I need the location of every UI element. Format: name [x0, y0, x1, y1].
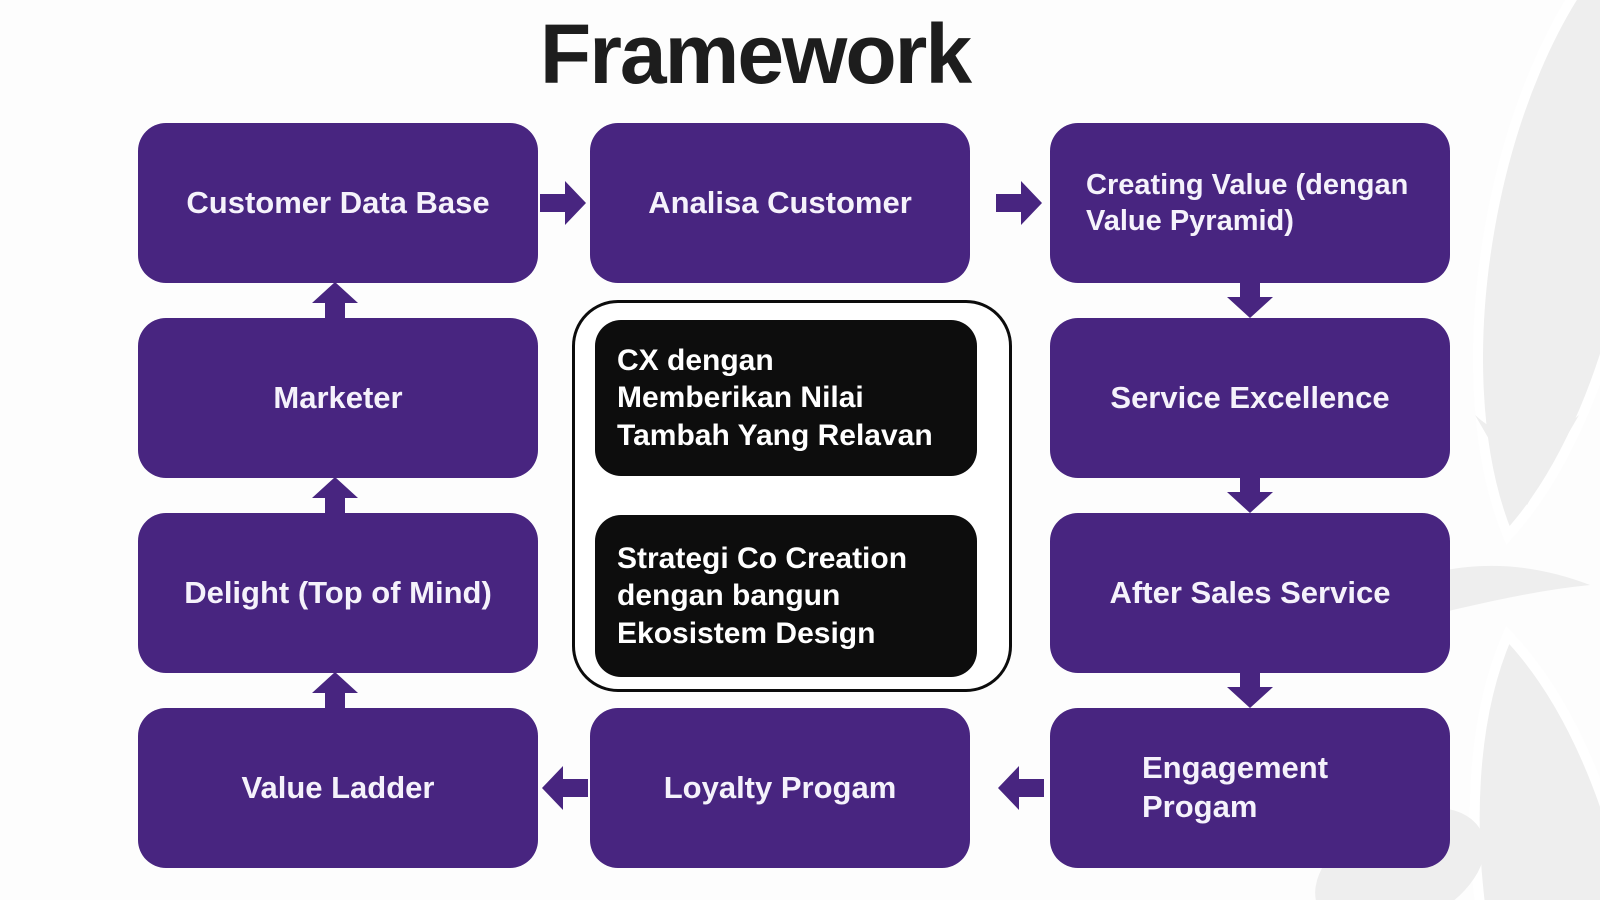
box-customer-data-base: Customer Data Base	[138, 123, 538, 283]
box-analisa-customer-label: Analisa Customer	[648, 184, 912, 220]
arrow-right-icon	[540, 181, 586, 225]
box-service-excellence: Service Excellence	[1050, 318, 1450, 478]
box-loyalty-progam: Loyalty Progam	[590, 708, 970, 868]
box-service-excellence-label: Service Excellence	[1110, 379, 1390, 415]
box-cx-nilai-tambah-label: CX dengan Memberikan Nilai Tambah Yang R…	[617, 343, 933, 452]
box-engagement-progam: Engagement Progam	[1050, 708, 1450, 868]
arrow-up-icon	[312, 477, 358, 513]
arrow-down-icon	[1227, 282, 1273, 318]
box-value-ladder: Value Ladder	[138, 708, 538, 868]
arrow-left-icon	[998, 766, 1044, 810]
box-value-ladder-label: Value Ladder	[241, 769, 435, 805]
box-creating-value-label: Creating Value (dengan Value Pyramid)	[1086, 168, 1409, 237]
box-strategi-co-creation: Strategi Co Creation dengan bangun Ekosi…	[595, 515, 977, 677]
arrow-down-icon	[1227, 477, 1273, 513]
box-marketer-label: Marketer	[273, 379, 403, 415]
box-strategi-co-creation-label: Strategi Co Creation dengan bangun Ekosi…	[617, 541, 908, 650]
box-delight-top-of-mind: Delight (Top of Mind)	[138, 513, 538, 673]
box-after-sales-service-label: After Sales Service	[1109, 574, 1391, 610]
box-marketer: Marketer	[138, 318, 538, 478]
box-after-sales-service: After Sales Service	[1050, 513, 1450, 673]
arrow-down-icon	[1227, 672, 1273, 708]
arrow-up-icon	[312, 282, 358, 318]
box-cx-nilai-tambah: CX dengan Memberikan Nilai Tambah Yang R…	[595, 320, 977, 476]
box-engagement-progam-label: Engagement Progam	[1142, 750, 1329, 824]
arrow-right-icon	[996, 181, 1042, 225]
box-customer-data-base-label: Customer Data Base	[186, 184, 490, 220]
arrow-left-icon	[542, 766, 588, 810]
box-delight-label: Delight (Top of Mind)	[184, 574, 492, 610]
cx-strategy-group: CX dengan Memberikan Nilai Tambah Yang R…	[572, 300, 1012, 692]
arrow-up-icon	[312, 672, 358, 708]
page-title: Framework	[539, 7, 972, 101]
box-creating-value: Creating Value (dengan Value Pyramid)	[1050, 123, 1450, 283]
box-loyalty-progam-label: Loyalty Progam	[663, 769, 897, 805]
box-analisa-customer: Analisa Customer	[590, 123, 970, 283]
